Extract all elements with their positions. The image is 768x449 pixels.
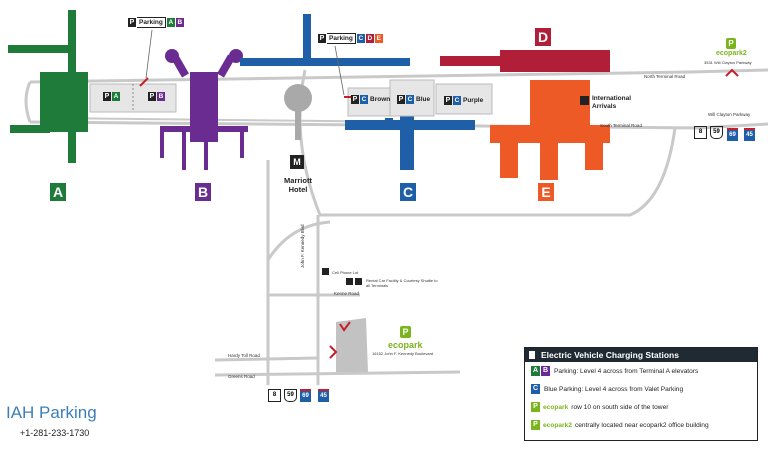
terminal-d-label: D (535, 28, 551, 46)
legend-row-ecopark-text: row 10 on south side of the tower (571, 403, 669, 411)
route-8-shield-east: 8 (694, 126, 707, 139)
route-59-shield-east: 59 (710, 126, 723, 139)
legend-row-ecopark: P ecopark row 10 on south side of the to… (525, 398, 757, 416)
hardy-toll-road-label: Hardy Toll Road (228, 353, 260, 358)
cell-phone-lot-label: Cell Phone Lot (332, 270, 359, 275)
route-69-shield-east: 69 (727, 128, 738, 141)
legend-row-ab-text: Parking: Level 4 across from Terminal A … (554, 367, 699, 375)
page-title: IAH Parking (6, 403, 97, 422)
ecopark2-address: 3531 Will Clayton Parkway (704, 60, 752, 65)
marriott-icon: M (290, 155, 304, 169)
route-59-shield: 59 (284, 389, 297, 402)
terminal-a-label: A (50, 183, 66, 201)
road-network (24, 68, 768, 385)
hardy-toll-road (214, 356, 319, 362)
ecopark-icon: P (400, 326, 411, 338)
terminal-e-label: E (538, 183, 554, 201)
international-arrivals-label: International Arrivals (592, 95, 632, 110)
legend-row-ab: A B Parking: Level 4 across from Termina… (531, 366, 699, 376)
legend-row-c-text: Blue Parking: Level 4 across from Valet … (544, 385, 684, 393)
ecopark-label: ecopark (388, 340, 423, 350)
terminal-a (8, 10, 88, 163)
marriott-hub (284, 84, 312, 140)
north-terminal-road (29, 68, 768, 84)
ev-charging-legend: Electric Vehicle Charging Stations A B P… (524, 347, 758, 441)
legend-header: Electric Vehicle Charging Stations (525, 348, 757, 362)
terminal-e (490, 80, 610, 180)
terminal-b (160, 49, 248, 170)
ev-charger-icon (529, 351, 535, 359)
jfk-blvd-label: John F. Kennedy Blvd (300, 224, 305, 268)
terminal-d (440, 50, 610, 72)
intl-arrivals-icon (580, 96, 589, 105)
greens-road-label: Greens Road (228, 374, 255, 379)
route-45-shield: 45 (318, 389, 329, 402)
north-terminal-road-label: North Terminal Road (644, 74, 686, 79)
rental-car-icon (346, 278, 353, 285)
route-45-shield-east: 45 (744, 128, 755, 141)
will-clayton-label: Will Clayton Parkway (708, 112, 751, 117)
legend-row-c: C Blue Parking: Level 4 across from Vale… (531, 384, 684, 394)
connector-road (266, 220, 331, 261)
terminal-b-label: B (195, 183, 211, 201)
ecopark2-icon: P (726, 38, 736, 49)
ecopark-address: 16152 John F. Kennedy Boulevard (372, 351, 434, 356)
legend-row-ecopark2-text: centrally located near ecopark2 office b… (574, 421, 709, 429)
marriott-hotel-label: Marriott Hotel (284, 176, 312, 194)
direction-arrows (139, 68, 739, 359)
cell-phone-lot-icon (322, 268, 329, 275)
ecopark2-label: ecopark2 (716, 50, 747, 57)
greens-road (214, 370, 461, 377)
rental-car-label: Rental Car Facility & Courtesy Shuttle t… (366, 278, 438, 288)
route-8-shield: 8 (268, 389, 281, 402)
shuttle-icon (355, 278, 362, 285)
terminal-c-label: C (400, 183, 416, 201)
legend-row-ecopark2: P ecopark2 centrally located near ecopar… (525, 416, 757, 434)
south-terminal-road-label: South Terminal Road (600, 123, 642, 128)
kenne-road-label: Kenne Road (334, 291, 360, 296)
south-terminal-road (29, 120, 768, 130)
route-69-shield: 69 (300, 389, 311, 402)
legend-header-text: Electric Vehicle Charging Stations (541, 350, 679, 360)
phone-number: +1-281-233-1730 (20, 428, 90, 438)
